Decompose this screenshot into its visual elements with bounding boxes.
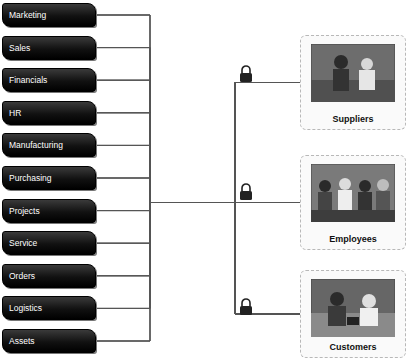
connector-line — [96, 113, 300, 314]
connector-line — [96, 145, 300, 314]
module-box: Projects — [2, 199, 96, 223]
connector-line — [96, 145, 300, 202]
connector-line — [96, 83, 300, 309]
connector-line — [96, 15, 300, 203]
connector-line — [96, 178, 300, 203]
connector-line — [96, 80, 300, 202]
module-label: Manufacturing — [9, 140, 63, 150]
module-label: Marketing — [9, 10, 46, 20]
connector-line — [96, 203, 300, 315]
connector-line — [96, 203, 300, 315]
connector-line — [96, 203, 300, 309]
stakeholder-label: Employees — [301, 234, 405, 244]
stakeholder-box: Suppliers — [300, 35, 406, 130]
stakeholder-box: Employees — [300, 155, 406, 250]
connector-line — [96, 48, 300, 203]
connector-line — [96, 80, 300, 314]
photo-illustration — [311, 44, 395, 102]
module-label: Financials — [9, 75, 47, 85]
stakeholder-box: Customers — [300, 270, 406, 358]
module-box: Orders — [2, 264, 96, 288]
lock-icon — [240, 299, 252, 315]
module-label: Orders — [9, 271, 35, 281]
connector-line — [96, 203, 300, 244]
module-label: Projects — [9, 206, 40, 216]
lock-icon — [240, 66, 252, 82]
module-box: Sales — [2, 36, 96, 60]
connector-line — [96, 203, 300, 211]
stakeholder-label: Suppliers — [301, 114, 405, 124]
module-box: Manufacturing — [2, 133, 96, 157]
connector-line — [96, 83, 300, 203]
connector-line — [96, 203, 300, 342]
lock-icon — [240, 184, 252, 200]
connector-line — [96, 15, 300, 314]
connector-line — [96, 83, 300, 211]
connector-line — [96, 203, 300, 315]
connector-line — [96, 83, 300, 276]
connector-line — [96, 48, 300, 203]
connector-line — [96, 15, 300, 203]
connector-line — [96, 83, 300, 203]
connector-line — [96, 83, 300, 244]
module-label: Assets — [9, 336, 35, 346]
module-label: Service — [9, 238, 37, 248]
module-box: Marketing — [2, 3, 96, 27]
module-box: Financials — [2, 68, 96, 92]
photo-illustration — [311, 164, 395, 222]
module-label: Purchasing — [9, 173, 52, 183]
photo-illustration — [311, 279, 395, 337]
module-box: Assets — [2, 329, 96, 353]
connector-line — [96, 113, 300, 203]
module-label: HR — [9, 108, 21, 118]
module-box: HR — [2, 101, 96, 125]
stakeholder-label: Customers — [301, 342, 405, 352]
module-box: Service — [2, 231, 96, 255]
connector-line — [96, 83, 300, 203]
connector-line — [96, 203, 300, 276]
connector-line — [96, 203, 300, 315]
module-box: Purchasing — [2, 166, 96, 190]
module-label: Logistics — [9, 303, 42, 313]
connector-line — [96, 80, 300, 202]
module-label: Sales — [9, 43, 30, 53]
connector-line — [96, 203, 300, 342]
module-box: Logistics — [2, 296, 96, 320]
connector-line — [96, 178, 300, 314]
connector-line — [96, 48, 300, 314]
connector-line — [96, 83, 300, 342]
